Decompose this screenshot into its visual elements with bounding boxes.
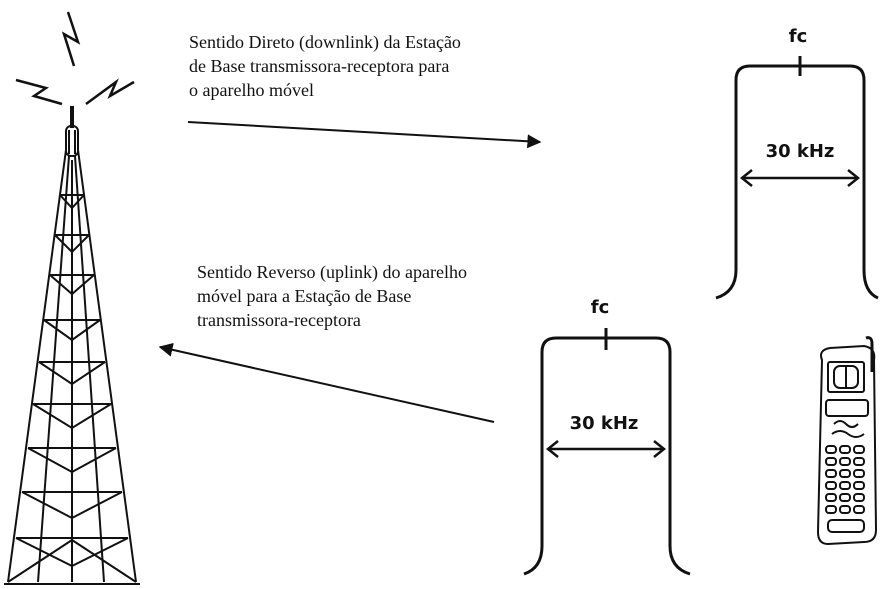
downlink-channel-spectrum: fc 30 kHz bbox=[715, 26, 879, 300]
radio-tower-icon bbox=[4, 106, 140, 585]
bandwidth-label: 30 kHz bbox=[766, 141, 835, 162]
downlink-arrow bbox=[187, 121, 542, 149]
downlink-caption-line: Sentido Direto (downlink) da Estação bbox=[189, 32, 461, 52]
uplink-arrow bbox=[158, 342, 495, 423]
uplink-caption-line: móvel para a Estação de Base bbox=[197, 286, 412, 306]
center-frequency-label: fc bbox=[789, 26, 808, 47]
uplink-channel-spectrum: fc 30 kHz bbox=[523, 297, 691, 576]
center-frequency-label: fc bbox=[591, 297, 610, 318]
mobile-phone-icon bbox=[816, 336, 878, 546]
downlink-caption-line: de Base transmissora-receptora para bbox=[189, 56, 450, 76]
downlink-caption-line: o aparelho móvel bbox=[189, 80, 314, 100]
uplink-caption-line: transmissora-receptora bbox=[197, 310, 361, 330]
uplink-caption: Sentido Reverso (uplink) do aparelho móv… bbox=[197, 260, 467, 332]
downlink-caption: Sentido Direto (downlink) da Estação de … bbox=[189, 30, 461, 102]
radio-wave-icon bbox=[15, 11, 135, 106]
uplink-caption-line: Sentido Reverso (uplink) do aparelho bbox=[197, 262, 467, 282]
bandwidth-label: 30 kHz bbox=[570, 413, 639, 434]
